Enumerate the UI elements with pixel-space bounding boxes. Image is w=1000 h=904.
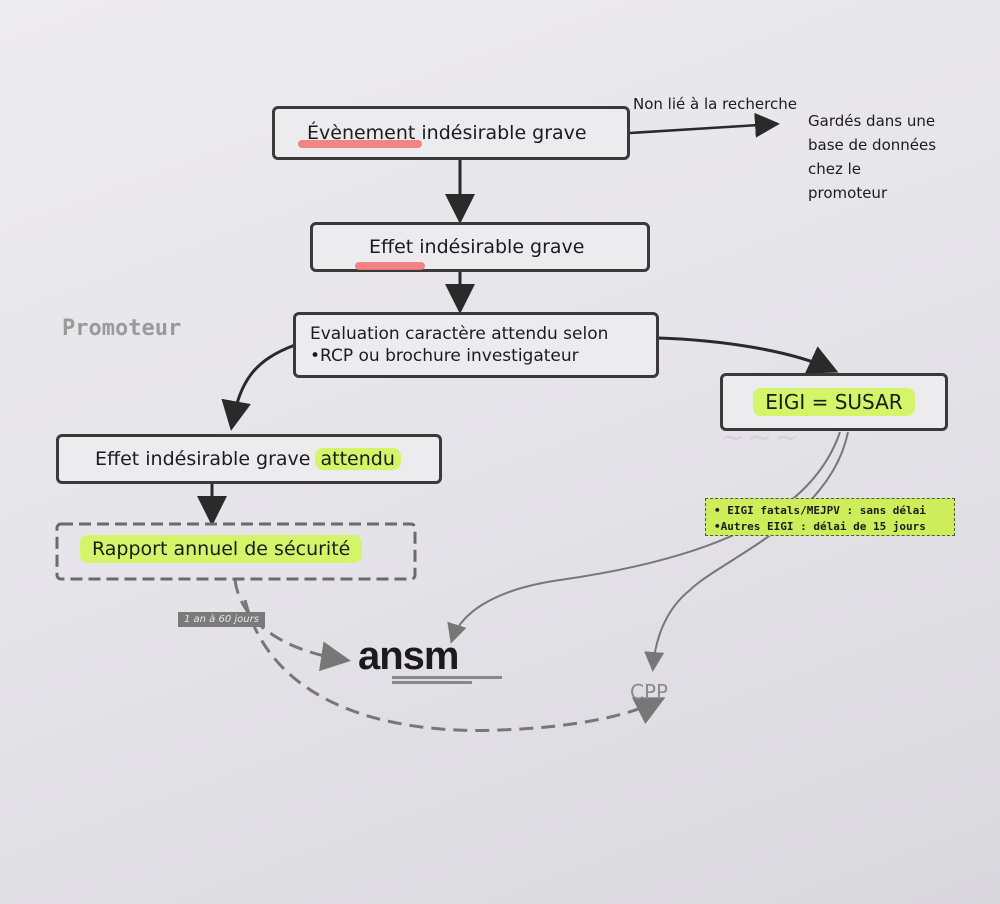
- delay-line1: • EIGI fatals/MEJPV : sans délai: [714, 504, 926, 517]
- label-garde-line3: chez le: [808, 160, 862, 178]
- node-rapport-annuel: Rapport annuel de sécurité: [80, 535, 363, 563]
- red-underline-effet: [355, 262, 425, 270]
- arrow-rapport-to-cpp: [243, 599, 666, 732]
- node-eig-label: Évènement indésirable grave: [307, 122, 587, 144]
- red-underline-evenement: [298, 140, 422, 148]
- delay-box: • EIGI fatals/MEJPV : sans délai •Autres…: [705, 498, 955, 536]
- arrow-non-lie: [629, 112, 780, 138]
- node-attendu-prefix: Effet indésirable grave: [95, 448, 311, 470]
- node-eigi-susar: EIGI = SUSAR: [720, 373, 948, 431]
- ansm-logo: ansm: [358, 634, 459, 678]
- arrow-evaluation-to-susar: [657, 336, 839, 374]
- arrow-rapport-to-ansm: [233, 579, 351, 672]
- delay-line2: •Autres EIGI : délai de 15 jours: [714, 520, 926, 533]
- ansm-logo-subtext: [392, 676, 522, 684]
- node-effet-label: Effet indésirable grave: [369, 236, 585, 258]
- arrow-susar-to-cpp: [644, 431, 849, 672]
- annual-delay-tag: 1 an à 60 jours: [178, 612, 265, 627]
- arrow-susar-to-ansm: [447, 431, 841, 644]
- node-evaluation-line1: Evaluation caractère attendu selon: [310, 324, 609, 344]
- node-susar-label: EIGI = SUSAR: [753, 388, 915, 416]
- label-non-lie: Non lié à la recherche: [633, 95, 797, 113]
- node-evaluation-line2: •RCP ou brochure investigateur: [310, 346, 579, 366]
- label-promoteur: Promoteur: [62, 316, 182, 341]
- node-attendu-highlight: attendu: [314, 448, 401, 470]
- arrow-evaluation-to-attendu: [221, 343, 296, 431]
- cpp-label: CPP: [630, 680, 669, 704]
- node-effet-attendu: Effet indésirable grave attendu: [56, 434, 442, 484]
- label-garde-line1: Gardés dans une: [808, 112, 936, 130]
- label-garde-line2: base de données: [808, 136, 937, 154]
- node-evaluation: Evaluation caractère attendu selon •RCP …: [293, 312, 659, 378]
- node-evenement-indesirable-grave: Évènement indésirable grave: [272, 106, 630, 160]
- node-rapport-label: Rapport annuel de sécurité: [80, 535, 363, 563]
- label-garde-line4: promoteur: [808, 184, 888, 202]
- rapport-dashed-border: [55, 522, 417, 581]
